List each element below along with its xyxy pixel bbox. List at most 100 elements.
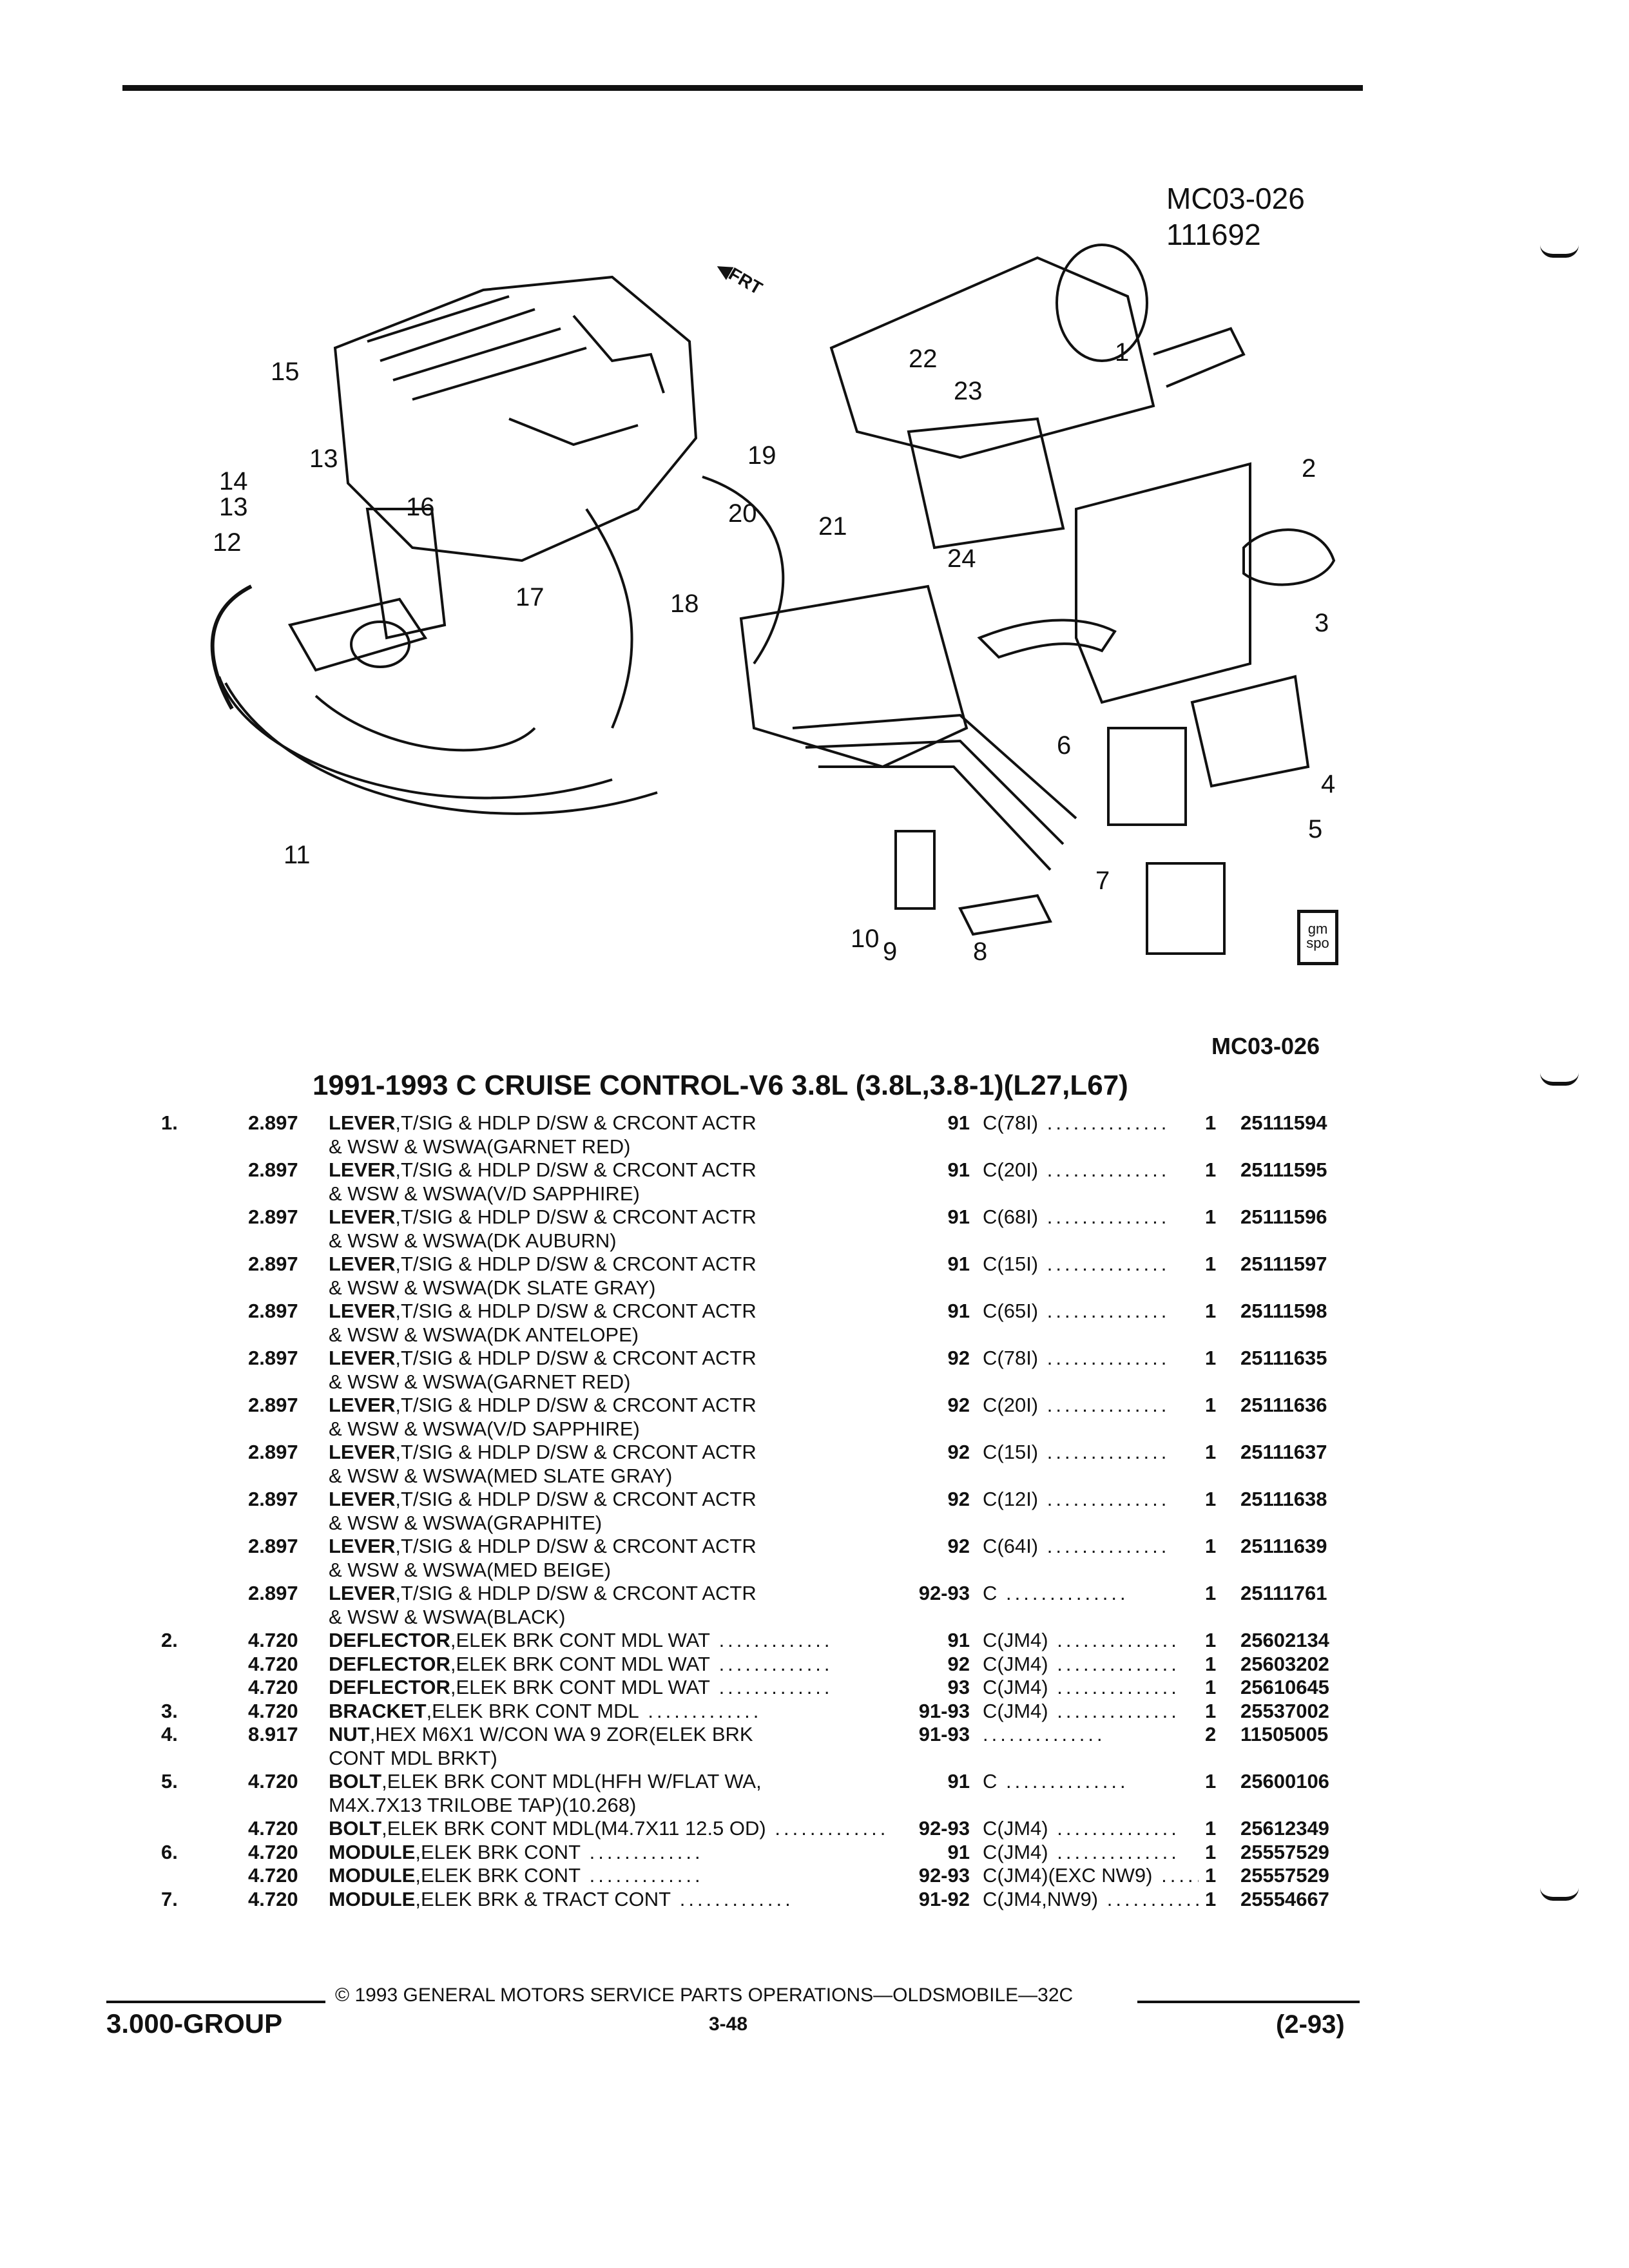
part-row-continued: & WSW & WSWA(BLACK) [161, 1606, 1373, 1629]
part-code: C(JM4) .............. [983, 1700, 1199, 1723]
part-description-line2: & WSW & WSWA(DK AUBURN) [329, 1229, 617, 1252]
part-name: BOLT [329, 1770, 382, 1792]
part-code-text: C [983, 1582, 998, 1604]
binder-mark [1540, 1888, 1579, 1901]
part-desc-text: ,T/SIG & HDLP D/SW & CRCONT ACTR [395, 1206, 757, 1228]
part-code: C(JM4) .............. [983, 1841, 1199, 1864]
part-description-line2: & WSW & WSWA(GARNET RED) [329, 1370, 631, 1393]
part-group-number: 4.720 [248, 1840, 298, 1863]
part-group-number: 4.720 [248, 1652, 298, 1675]
leader-dots: .............. [1038, 1347, 1170, 1369]
part-years: 91 [947, 1840, 970, 1863]
part-group-number: 2.897 [248, 1347, 298, 1369]
part-code-text: C(78I) [983, 1111, 1039, 1134]
part-years: 92-93 [918, 1582, 970, 1604]
part-quantity: 1 [1205, 1817, 1217, 1840]
part-description: MODULE,ELEK BRK CONT ............. [329, 1864, 1031, 1887]
part-row-continued: & WSW & WSWA(DK ANTELOPE) [161, 1323, 1373, 1347]
part-code-text: C(20I) [983, 1394, 1039, 1416]
leader-dots: .............. [1048, 1840, 1180, 1863]
leader-dots: .............. [1048, 1699, 1180, 1722]
leader-dots: .............. [1038, 1488, 1170, 1510]
steering-column [829, 256, 1155, 459]
part-desc-text: ,T/SIG & HDLP D/SW & CRCONT ACTR [395, 1394, 757, 1416]
footer-copyright: © 1993 GENERAL MOTORS SERVICE PARTS OPER… [335, 1984, 1074, 2006]
part-years: 91-93 [918, 1723, 970, 1745]
part-name: LEVER [329, 1488, 396, 1510]
part-desc-text: ,T/SIG & HDLP D/SW & CRCONT ACTR [395, 1488, 757, 1510]
part-description-line2: CONT MDL BRKT) [329, 1746, 497, 1769]
callout-4: 4 [1321, 770, 1335, 798]
part-number: 25111595 [1240, 1158, 1327, 1181]
callout-3: 3 [1315, 609, 1329, 637]
part-group-number: 4.720 [248, 1676, 298, 1698]
part-number: 25111598 [1240, 1300, 1327, 1322]
footer-rule-left [106, 2001, 325, 2003]
part-group-number: 2.897 [248, 1488, 298, 1510]
part-years: 92 [947, 1652, 970, 1675]
part-group-number: 4.720 [248, 1699, 298, 1722]
part-description: LEVER,T/SIG & HDLP D/SW & CRCONT ACTR [329, 1253, 1031, 1276]
footer-group: 3.000-GROUP [106, 2008, 283, 2039]
leader-dots: ............. [709, 1652, 833, 1675]
callout-24: 24 [947, 544, 976, 573]
part-row-continued: & WSW & WSWA(DK AUBURN) [161, 1229, 1373, 1253]
part-quantity: 1 [1205, 1347, 1217, 1369]
front-arrow-label: ◀FRT [713, 256, 766, 298]
part-description-line2: & WSW & WSWA(GRAPHITE) [329, 1511, 602, 1534]
part-quantity: 1 [1205, 1158, 1217, 1181]
part-name: NUT [329, 1723, 370, 1745]
part-description: DEFLECTOR,ELEK BRK CONT MDL WAT ........… [329, 1653, 1031, 1676]
callout-14: 14 [219, 467, 248, 495]
part-number: 25610645 [1240, 1676, 1329, 1698]
cable-11 [218, 676, 613, 800]
callout-6: 6 [1057, 731, 1071, 760]
leader-dots: .............. [983, 1723, 1106, 1745]
part-code: C(15I) .............. [983, 1441, 1199, 1464]
module-7 [1146, 862, 1226, 955]
callout-7: 7 [1095, 867, 1110, 895]
leader-dots: .............. [1106, 1887, 1199, 1910]
part-description-line2: & WSW & WSWA(MED SLATE GRAY) [329, 1464, 673, 1487]
part-number: 25111638 [1240, 1488, 1327, 1510]
module-22 [907, 417, 1065, 550]
leader-dots: .............. [1038, 1253, 1170, 1275]
part-desc-text: ,ELEK BRK & TRACT CONT [415, 1887, 671, 1910]
callout-9: 9 [883, 937, 897, 966]
part-description: DEFLECTOR,ELEK BRK CONT MDL WAT ........… [329, 1676, 1031, 1699]
leader-dots: .............. [1038, 1206, 1170, 1228]
part-name: LEVER [329, 1300, 396, 1322]
part-quantity: 1 [1205, 1394, 1217, 1416]
leader-dots: ............. [709, 1629, 833, 1651]
diagram-bottom-ref: MC03-026 [1211, 1033, 1320, 1059]
part-row-continued: & WSW & WSWA(DK SLATE GRAY) [161, 1276, 1373, 1300]
part-code-text: C(65I) [983, 1300, 1039, 1322]
bracket-3 [1190, 675, 1310, 788]
part-code: C .............. [983, 1770, 1199, 1793]
part-description: LEVER,T/SIG & HDLP D/SW & CRCONT ACTR [329, 1158, 1031, 1182]
part-years: 92 [947, 1441, 970, 1463]
part-key: 7. [161, 1887, 178, 1910]
part-desc-text: ,T/SIG & HDLP D/SW & CRCONT ACTR [395, 1111, 757, 1134]
callout-22: 22 [909, 345, 938, 373]
top-rule [122, 85, 1363, 91]
part-quantity: 1 [1205, 1441, 1217, 1463]
part-number: 11505005 [1240, 1723, 1329, 1745]
part-code: C(JM4) .............. [983, 1676, 1199, 1699]
part-code: C(12I) .............. [983, 1488, 1199, 1511]
part-group-number: 4.720 [248, 1887, 298, 1910]
part-quantity: 1 [1205, 1652, 1217, 1675]
part-row: 4.720 DEFLECTOR,ELEK BRK CONT MDL WAT ...… [161, 1676, 1373, 1700]
part-group-number: 2.897 [248, 1394, 298, 1416]
part-quantity: 1 [1205, 1840, 1217, 1863]
part-code-text: C(JM4,NW9) [983, 1887, 1099, 1910]
part-row: 2.897 LEVER,T/SIG & HDLP D/SW & CRCONT AC… [161, 1488, 1373, 1512]
